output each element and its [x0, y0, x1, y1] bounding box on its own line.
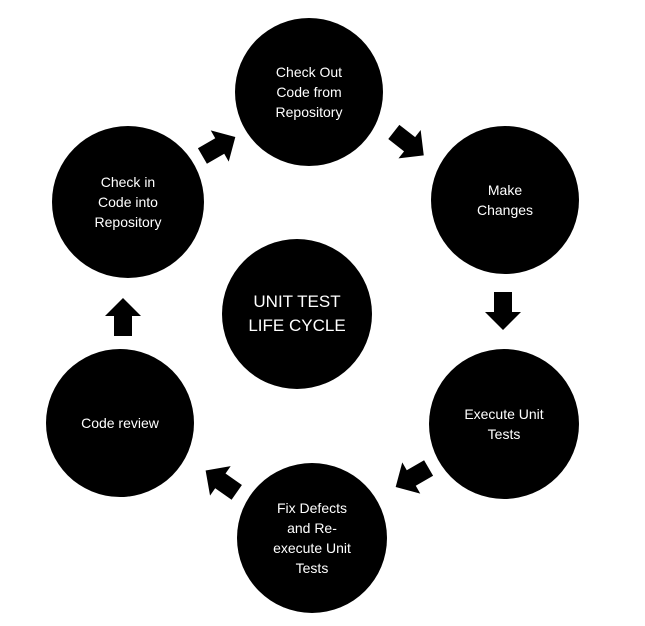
- block-arrow-icon: [197, 130, 236, 164]
- center-title: UNIT TEST LIFE CYCLE: [248, 292, 346, 335]
- step-label: Execute Unit Tests: [464, 406, 544, 442]
- block-arrow-icon: [105, 298, 141, 336]
- step-make-changes: Make Changes: [431, 126, 579, 274]
- block-arrow-icon: [485, 292, 521, 330]
- center-title-circle: UNIT TEST LIFE CYCLE: [222, 239, 372, 389]
- step-label: Fix Defects and Re- execute Unit Tests: [273, 500, 351, 576]
- arrow-checkout-to-make-changes: [388, 124, 424, 159]
- step-label: Check Out Code from Repository: [275, 64, 343, 120]
- arrow-checkin-to-checkout: [197, 130, 236, 164]
- arrow-execute-to-fix-defects: [395, 460, 434, 494]
- arrow-fix-defects-to-code-review: [205, 466, 242, 500]
- step-fix-defects: Fix Defects and Re- execute Unit Tests: [237, 463, 387, 613]
- arrow-code-review-to-checkin: [105, 298, 141, 336]
- arrow-make-changes-to-execute: [485, 292, 521, 330]
- step-code-review: Code review: [46, 349, 194, 497]
- step-label: Code review: [81, 415, 159, 431]
- step-label: Check in Code into Repository: [94, 174, 162, 230]
- block-arrow-icon: [395, 460, 434, 494]
- step-label: Make Changes: [476, 182, 534, 218]
- step-check-in-code: Check in Code into Repository: [52, 126, 204, 278]
- block-arrow-icon: [388, 124, 424, 159]
- block-arrow-icon: [205, 466, 242, 500]
- step-check-out-code: Check Out Code from Repository: [235, 18, 383, 166]
- step-execute-unit-tests: Execute Unit Tests: [429, 349, 579, 499]
